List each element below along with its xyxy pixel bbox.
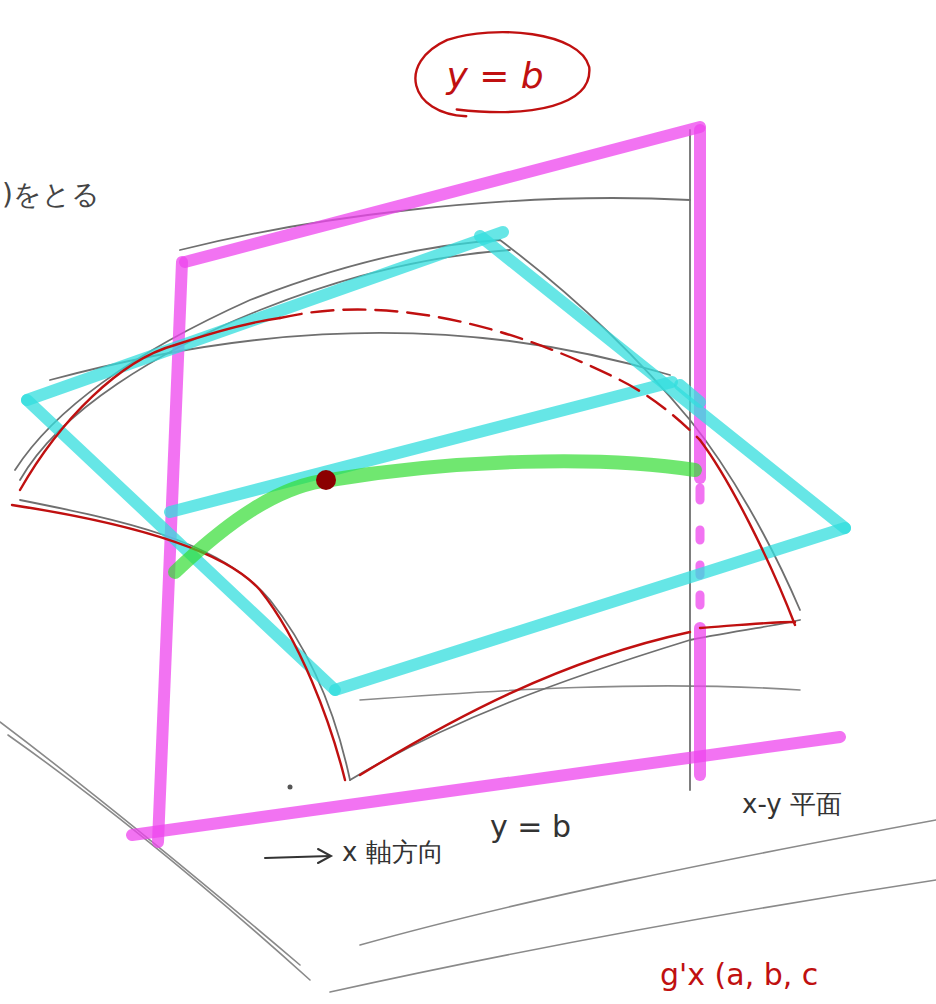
pencil-dot	[288, 785, 293, 790]
surface-outline	[15, 130, 800, 790]
plane-label: y = b	[490, 810, 571, 843]
plane-label: x-y 平面	[742, 790, 842, 819]
section-curve	[175, 461, 695, 572]
tangent-point	[316, 470, 336, 490]
tangent-plane	[27, 232, 845, 690]
circled-label: y = b	[400, 33, 589, 118]
node-text: y = b	[446, 55, 543, 96]
direction-arrow	[265, 849, 331, 863]
note-text: )をとる	[2, 180, 100, 211]
ellipse-path	[416, 32, 590, 116]
derivative-label: g'x (a, b, c	[660, 958, 818, 991]
axis-label: x 軸方向	[342, 838, 444, 867]
surface-curves	[12, 310, 795, 780]
xy-plane	[0, 686, 936, 992]
